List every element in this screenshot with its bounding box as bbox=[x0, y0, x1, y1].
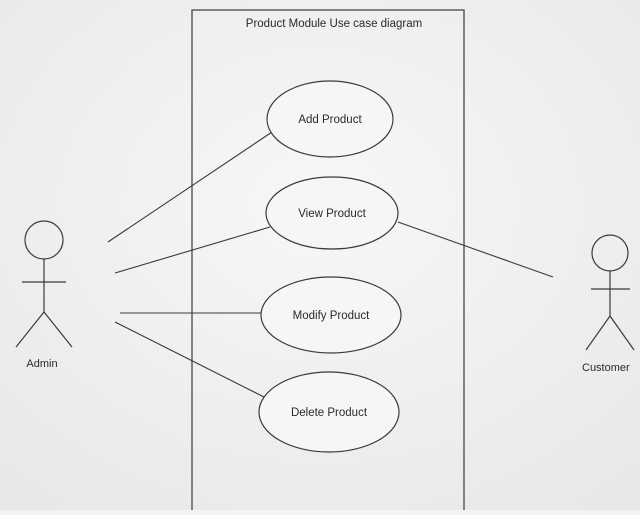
assoc-admin-add bbox=[107, 131, 273, 243]
use-case-modify-product: Modify Product bbox=[260, 276, 402, 354]
use-case-label: Modify Product bbox=[293, 310, 371, 322]
use-case-label: Add Product bbox=[298, 114, 362, 126]
use-case-ellipse bbox=[260, 276, 402, 354]
assoc-admin-delete bbox=[114, 321, 265, 398]
use-case-label: Delete Product bbox=[291, 407, 368, 419]
stick-figure-icon bbox=[15, 220, 73, 348]
actor-label: Admin bbox=[26, 358, 57, 370]
use-case-ellipse bbox=[258, 371, 400, 453]
use-case-ellipse bbox=[265, 176, 399, 250]
use-case-delete-product: Delete Product bbox=[258, 371, 400, 453]
stick-figure-icon bbox=[585, 234, 635, 351]
assoc-customer-view bbox=[397, 221, 554, 278]
assoc-admin-view bbox=[114, 226, 271, 274]
use-case-label: View Product bbox=[298, 208, 366, 220]
actor-label: Customer bbox=[582, 362, 630, 374]
system-title: Product Module Use case diagram bbox=[246, 18, 422, 30]
actor-customer: Customer bbox=[582, 234, 635, 374]
system-boundary bbox=[191, 9, 465, 515]
actor-admin: Admin bbox=[15, 220, 73, 370]
use-case-view-product: View Product bbox=[265, 176, 399, 250]
use-case-add-product: Add Product bbox=[266, 80, 394, 158]
use-case-ellipse bbox=[266, 80, 394, 158]
